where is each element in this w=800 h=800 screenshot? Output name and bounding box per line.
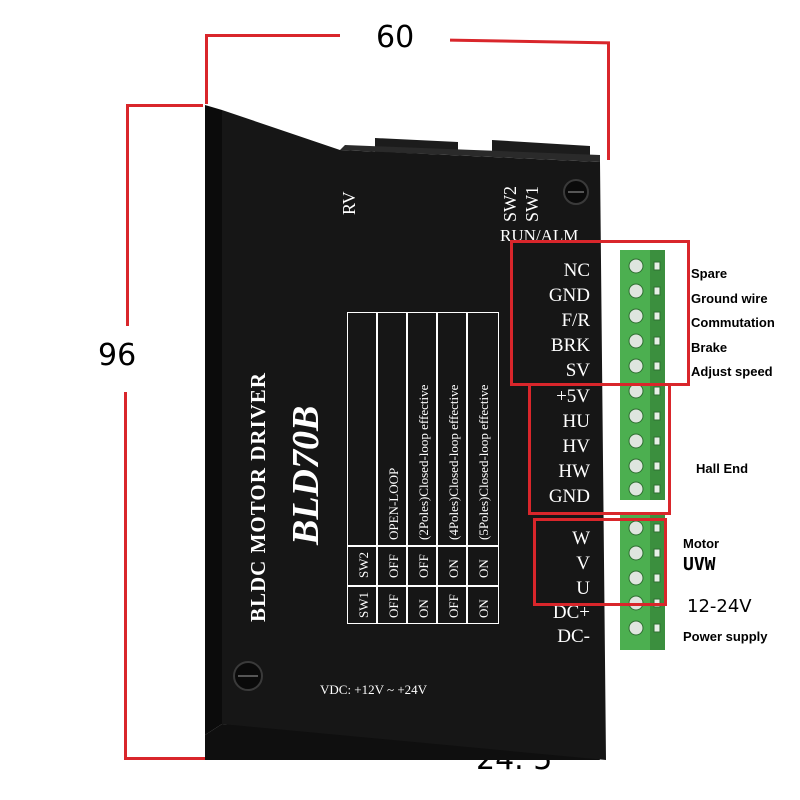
- table-row-1-sw1: OFF: [386, 594, 401, 618]
- table-row-divider-2: [348, 545, 498, 547]
- table-row-3-sw1: OFF: [446, 594, 461, 618]
- table-row-4-sw2: ON: [476, 559, 491, 578]
- height-dimension-line-top: [128, 104, 203, 107]
- model-name: BLD70B: [285, 405, 327, 545]
- table-row-divider-1: [348, 585, 498, 587]
- terminal-sv: SV: [565, 360, 590, 381]
- terminal-gnd-2: GND: [548, 486, 590, 507]
- table-row-2-sw1: ON: [416, 599, 431, 618]
- terminal-fr: F/R: [561, 310, 590, 331]
- table-row-2-sw2: OFF: [416, 554, 431, 578]
- power-supply-annotation: Power supply: [683, 629, 768, 644]
- voltage-annotation: 12-24V: [687, 596, 752, 617]
- terminal-nc: NC: [563, 260, 590, 281]
- table-col-divider-1: [376, 313, 378, 623]
- uvw-annotation: UVW: [683, 554, 716, 575]
- control-terminals-box: [510, 240, 690, 386]
- table-row-1-mode: OPEN-LOOP: [386, 467, 401, 540]
- table-row-1-sw2: OFF: [386, 554, 401, 578]
- table-row-4-sw1: ON: [476, 599, 491, 618]
- height-dimension-value: 96: [98, 338, 137, 373]
- terminal-u: U: [576, 578, 590, 599]
- width-dimension-tick-right: [607, 42, 610, 160]
- table-row-2-mode: (2Poles)Closed-loop effective: [416, 384, 431, 540]
- terminal-labels: NC GND F/R BRK SV +5V HU HV HW GND W V U…: [494, 258, 590, 650]
- terminal-w: W: [572, 528, 590, 549]
- terminal-brk: BRK: [550, 335, 590, 356]
- commutation-annotation: Commutation: [691, 315, 775, 330]
- terminal-dc-plus: DC+: [552, 602, 590, 623]
- terminal-v: V: [576, 553, 590, 574]
- motor-annotation: Motor: [683, 536, 720, 551]
- height-dimension-line-vert-bottom: [124, 392, 127, 760]
- brand-line: BLDC MOTOR DRIVER: [246, 372, 270, 622]
- spare-annotation: Spare: [691, 266, 728, 281]
- width-dimension-line-left: [205, 34, 340, 37]
- terminal-hu: HU: [562, 411, 590, 432]
- terminal-5v: +5V: [556, 386, 590, 407]
- table-row-4-mode: (5Poles)Closed-loop effective: [476, 384, 491, 540]
- brake-annotation: Brake: [691, 340, 728, 355]
- table-row-3-sw2: ON: [446, 559, 461, 578]
- hall-annotation: Hall End: [696, 461, 749, 476]
- motor-terminals-box: [533, 518, 667, 606]
- switch-table: [347, 312, 499, 624]
- table-col-divider-3: [436, 313, 438, 623]
- sw2-label: SW2: [500, 186, 520, 222]
- height-dimension-line-bottom: [124, 757, 206, 760]
- vdc-label: VDC: +12V ~ +24V: [320, 682, 428, 697]
- terminal-hw: HW: [558, 461, 590, 482]
- terminal-hv: HV: [562, 436, 590, 457]
- width-dimension-tick-left: [205, 34, 208, 104]
- terminal-gnd-1: GND: [548, 285, 590, 306]
- table-header-sw1: SW1: [356, 592, 371, 618]
- hall-terminals-box: [528, 383, 671, 515]
- table-col-divider-4: [466, 313, 468, 623]
- adjust-speed-annotation: Adjust speed: [691, 364, 773, 379]
- terminal-dc-minus: DC-: [557, 626, 590, 647]
- table-header-sw2: SW2: [356, 552, 371, 578]
- table-col-divider-2: [406, 313, 408, 623]
- table-row-3-mode: (4Poles)Closed-loop effective: [446, 384, 461, 540]
- width-dimension-value: 60: [376, 20, 415, 55]
- height-dimension-line-vert-top: [126, 104, 129, 326]
- rv-label: RV: [339, 191, 359, 215]
- ground-annotation: Ground wire: [691, 291, 768, 306]
- sw1-label: SW1: [522, 186, 542, 222]
